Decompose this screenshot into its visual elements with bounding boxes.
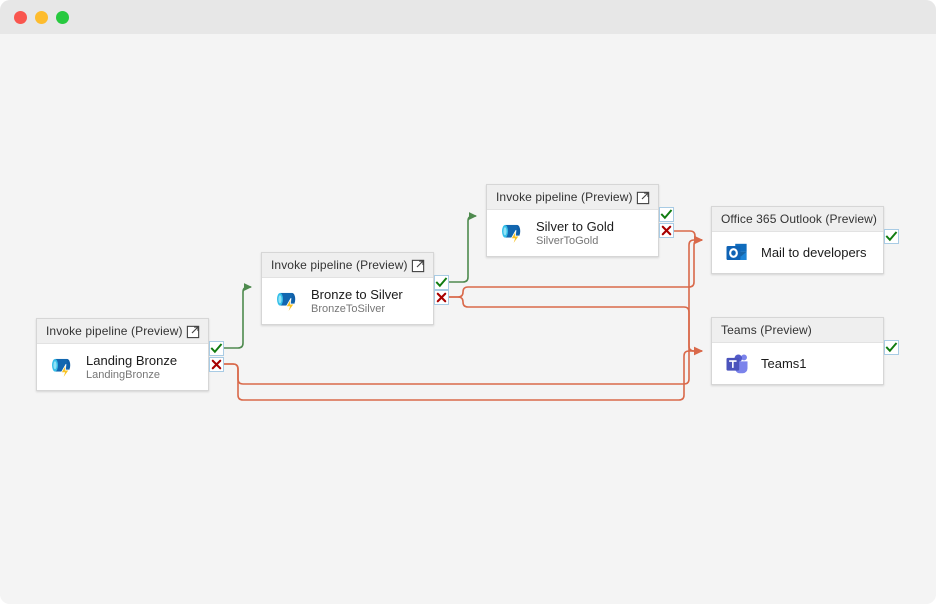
window-close-button[interactable]	[14, 11, 27, 24]
status-badge-failure[interactable]	[434, 290, 449, 305]
window-minimize-button[interactable]	[35, 11, 48, 24]
node-title: Mail to developers	[761, 245, 867, 260]
invoke-pipeline-icon	[277, 292, 296, 314]
node-subtitle: BronzeToSilver	[311, 302, 385, 315]
node-header: Invoke pipeline (Preview)	[37, 319, 208, 344]
node-title: Bronze to Silver	[311, 286, 403, 302]
node-body: Teams1	[712, 343, 883, 384]
status-badge-success[interactable]	[659, 207, 674, 222]
node-title: Landing Bronze	[86, 352, 178, 368]
edge-landing-failure-to-teams[interactable]	[224, 346, 703, 401]
cross-icon	[661, 225, 672, 236]
activity-node-mail-to-developers[interactable]: Office 365 Outlook (Preview) Mail to dev…	[711, 206, 884, 274]
node-header-title: Invoke pipeline (Preview)	[46, 324, 183, 338]
external-link-icon[interactable]	[411, 258, 426, 273]
external-link-icon[interactable]	[186, 324, 201, 339]
invoke-pipeline-icon	[502, 224, 521, 246]
activity-node-teams1[interactable]: Teams (Preview) Teams1	[711, 317, 884, 385]
node-subtitle: LandingBronze	[86, 368, 161, 381]
status-badge-success[interactable]	[884, 229, 899, 244]
node-title: Teams1	[761, 356, 807, 371]
activity-node-landing-bronze[interactable]: Invoke pipeline (Preview) Landing Bronze	[36, 318, 209, 391]
node-title: Silver to Gold	[536, 218, 615, 234]
node-header-title: Invoke pipeline (Preview)	[271, 258, 408, 272]
node-subtitle: SilverToGold	[536, 234, 599, 247]
node-text: Bronze to Silver BronzeToSilver	[311, 287, 403, 316]
cross-icon	[436, 292, 447, 303]
node-header: Teams (Preview)	[712, 318, 883, 343]
teams-icon	[726, 353, 748, 373]
edge-landing-success-to-bronze[interactable]	[224, 283, 252, 349]
node-header: Invoke pipeline (Preview)	[487, 185, 658, 210]
pipeline-canvas[interactable]: Invoke pipeline (Preview) Landing Bronze	[0, 34, 936, 604]
check-icon	[210, 343, 223, 354]
invoke-pipeline-icon	[52, 358, 71, 380]
check-icon	[660, 209, 673, 220]
node-header-title: Office 365 Outlook (Preview)	[721, 212, 877, 226]
node-header: Invoke pipeline (Preview)	[262, 253, 433, 278]
status-badge-success[interactable]	[209, 341, 224, 356]
edge-silver-failure-to-mail[interactable]	[674, 230, 703, 245]
edge-bronze-success-to-silver[interactable]	[449, 212, 477, 283]
status-badge-success[interactable]	[884, 340, 899, 355]
activity-node-silver-to-gold[interactable]: Invoke pipeline (Preview) Silver to Gold	[486, 184, 659, 257]
node-text: Teams1	[761, 356, 807, 371]
check-icon	[435, 277, 448, 288]
external-link-icon[interactable]	[636, 190, 651, 205]
edge-bronze-failure-to-teams[interactable]	[449, 296, 703, 356]
node-body: Mail to developers	[712, 232, 883, 273]
outlook-icon	[726, 243, 747, 260]
status-badge-failure[interactable]	[209, 357, 224, 372]
title-bar	[0, 0, 936, 34]
edges-layer	[224, 212, 703, 401]
node-header-title: Invoke pipeline (Preview)	[496, 190, 633, 204]
node-text: Silver to Gold SilverToGold	[536, 219, 614, 248]
status-badge-success[interactable]	[434, 275, 449, 290]
node-body: Bronze to Silver BronzeToSilver	[262, 278, 433, 324]
cross-icon	[211, 359, 222, 370]
node-body: Silver to Gold SilverToGold	[487, 210, 658, 256]
check-icon	[885, 231, 898, 242]
activity-node-bronze-to-silver[interactable]: Invoke pipeline (Preview) Bronze to Silv…	[261, 252, 434, 325]
node-text: Landing Bronze LandingBronze	[86, 353, 177, 382]
node-body: Landing Bronze LandingBronze	[37, 344, 208, 390]
node-header: Office 365 Outlook (Preview)	[712, 207, 883, 232]
node-text: Mail to developers	[761, 245, 867, 260]
window-maximize-button[interactable]	[56, 11, 69, 24]
status-badge-failure[interactable]	[659, 223, 674, 238]
node-header-title: Teams (Preview)	[721, 323, 812, 337]
check-icon	[885, 342, 898, 353]
